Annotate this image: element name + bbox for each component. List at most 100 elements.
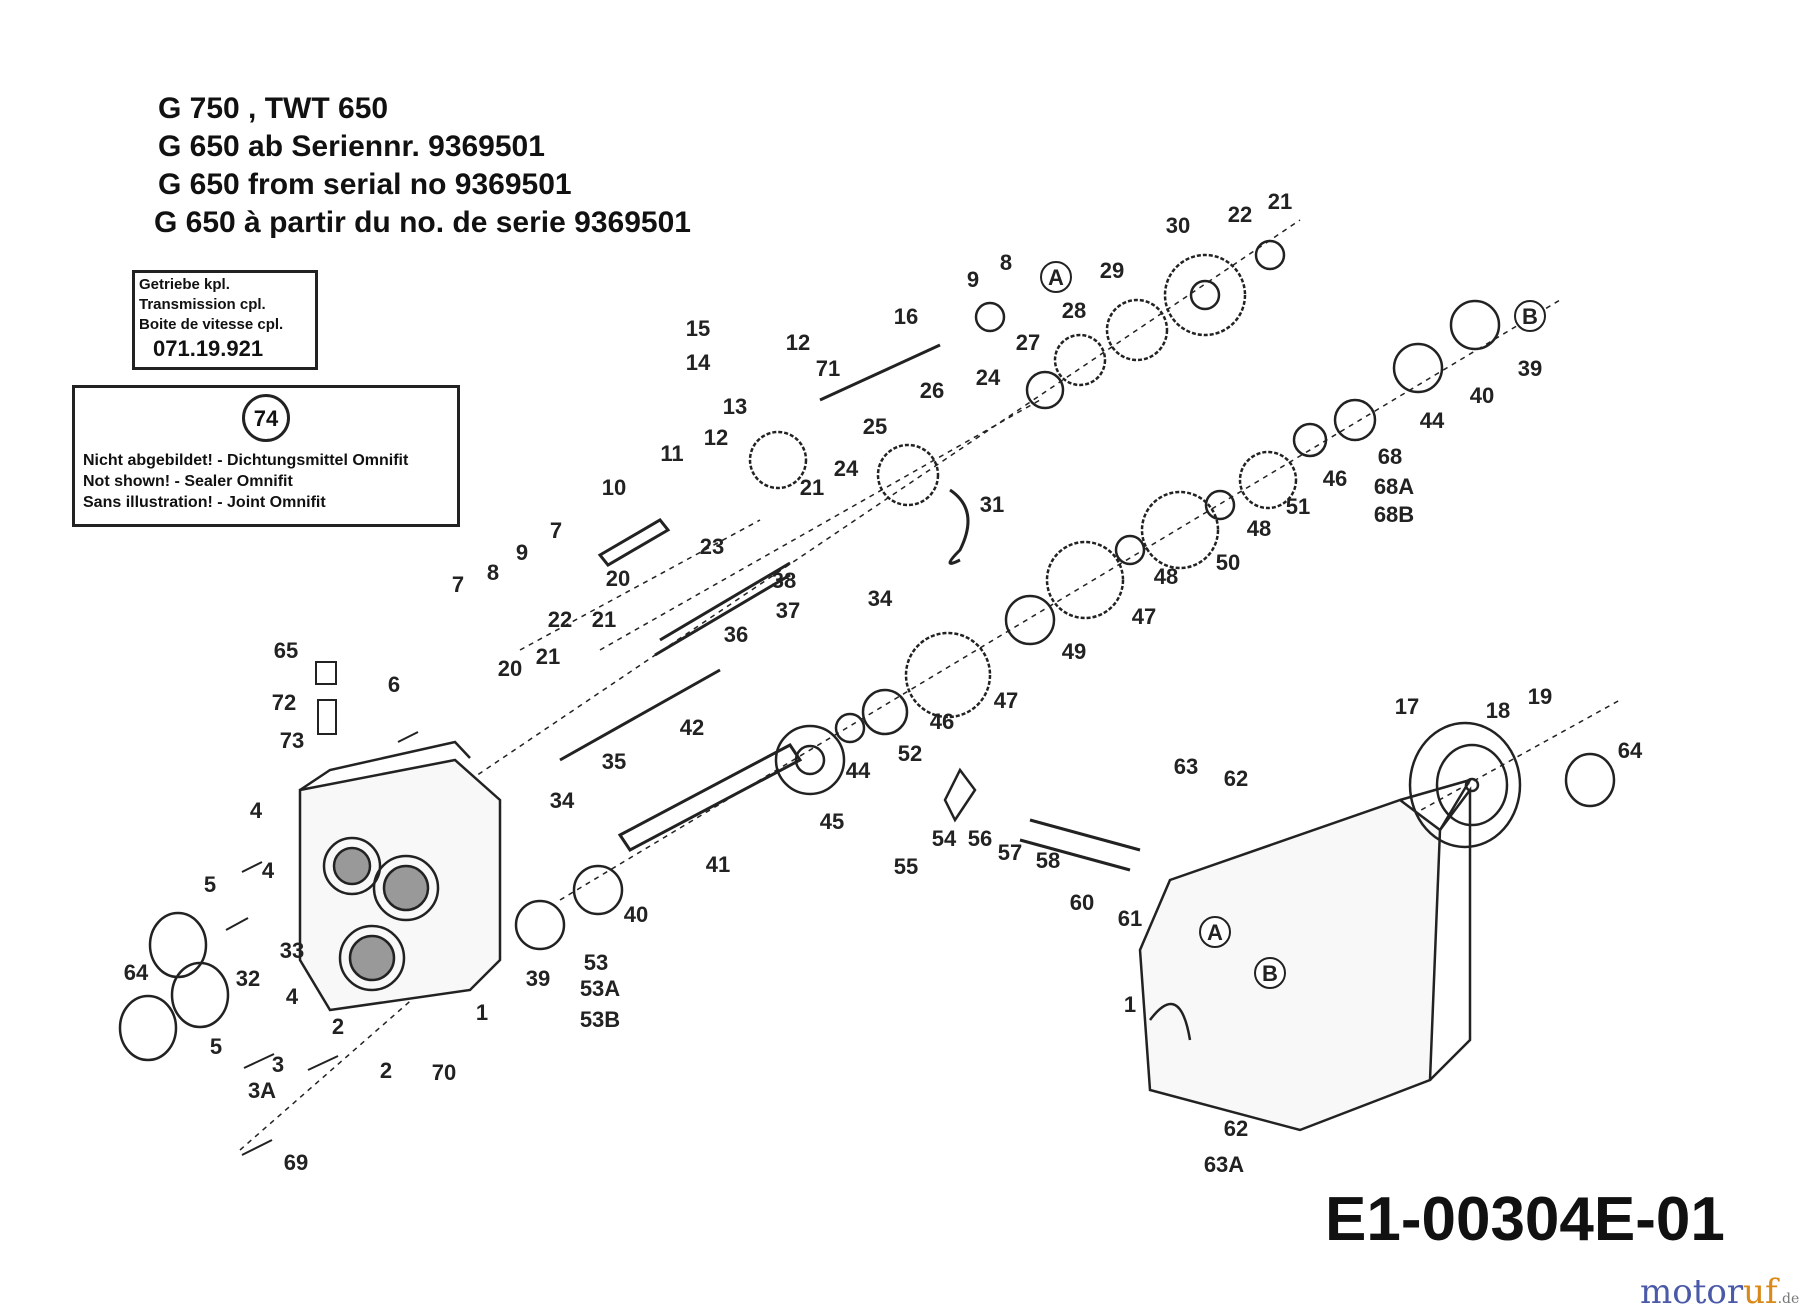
upper-gears [748,239,1286,507]
part-label-3a: 3A [248,1078,276,1103]
chain-31 [948,488,970,565]
part-label-48: 48 [1154,564,1178,589]
part-label-71: 71 [816,356,840,381]
lower-gears [514,299,1501,951]
part-label-21: 21 [536,644,560,669]
part-label-32: 32 [236,966,260,991]
part-label-37: 37 [776,598,800,623]
part-label-26: 26 [920,378,944,403]
part-label-47: 47 [994,688,1018,713]
callouts [1040,261,1546,989]
part-label-21: 21 [1268,189,1292,214]
part-label-7: 7 [550,518,562,543]
part-label-45: 45 [820,809,844,834]
part-label-4: 4 [262,858,275,883]
part-label-68b: 68B [1374,502,1414,527]
part-label-23: 23 [700,534,724,559]
part-label-64: 64 [1618,738,1643,763]
part-label-73: 73 [280,728,304,753]
part-label-42: 42 [680,715,704,740]
part-label-49: 49 [1062,639,1086,664]
part-label-46: 46 [930,709,954,734]
part-label-3: 3 [272,1052,284,1077]
part-label-20: 20 [606,566,630,591]
part-label-48: 48 [1247,516,1271,541]
part-label-5: 5 [210,1034,222,1059]
part-label-50: 50 [1216,550,1240,575]
part-label-57: 57 [998,840,1022,865]
part-label-14: 14 [686,350,711,375]
part-label-8: 8 [1000,250,1012,275]
part-label-39: 39 [526,966,550,991]
part-label-40: 40 [1470,383,1494,408]
part-label-22: 22 [1228,202,1252,227]
part-label-55: 55 [894,854,918,879]
sealer-note-fr: Sans illustration! - Joint Omnifit [83,494,326,511]
callout-B-upper [1514,300,1546,332]
part-label-53b: 53B [580,1007,620,1032]
callout-A-upper-text: A [1048,265,1064,290]
transmission-en: Transmission cpl. [139,296,266,313]
part-label-4: 4 [250,798,263,823]
part-label-24: 24 [834,456,859,481]
part-label-30: 30 [1166,213,1190,238]
part-label-47: 47 [1132,604,1156,629]
part-label-53: 53 [584,950,608,975]
part-label-62: 62 [1224,1116,1248,1141]
part-label-12: 12 [704,425,728,450]
part-label-1: 1 [1124,992,1136,1017]
part-label-5: 5 [204,872,216,897]
transmission-de: Getriebe kpl. [139,276,230,293]
part-label-34: 34 [550,788,575,813]
callout-B-lower [1254,957,1286,989]
part-label-17: 17 [1395,694,1419,719]
part-label-58: 58 [1036,848,1060,873]
part-label-63a: 63A [1204,1152,1244,1177]
shift-fork-54 [943,767,977,823]
drawing-code: E1-00304E-01 [1325,1185,1725,1254]
part-label-56: 56 [968,826,992,851]
transmission-fr: Boite de vitesse cpl. [139,316,284,333]
small-hardware [225,661,419,1156]
part-label-12: 12 [786,330,810,355]
part-label-70: 70 [432,1060,456,1085]
part-label-40: 40 [624,902,648,927]
part-label-64: 64 [124,960,149,985]
part-label-21: 21 [592,607,616,632]
motoruf-logo: motoruf.de [1640,1272,1800,1312]
part-label-41: 41 [706,852,730,877]
part-label-51: 51 [1286,494,1310,519]
header-line-4: G 650 à partir du no. de serie 9369501 [154,206,691,239]
part-label-46: 46 [1323,466,1347,491]
part-label-13: 13 [723,394,747,419]
part-label-28: 28 [1062,298,1086,323]
part-label-63: 63 [1174,754,1198,779]
transmission-part-number: 071.19.921 [153,336,264,361]
part-label-29: 29 [1100,258,1124,283]
part-label-21: 21 [800,475,824,500]
pulley-17 [1408,721,1616,849]
header-line-3: G 650 from serial no 9369501 [158,168,572,201]
part-label-19: 19 [1528,684,1552,709]
part-label-36: 36 [724,622,748,647]
part-label-25: 25 [863,414,887,439]
part-label-1: 1 [476,1000,488,1025]
part-label-22: 22 [548,607,572,632]
part-label-72: 72 [272,690,296,715]
left-housing [298,740,502,1012]
part-label-68: 68 [1378,444,1402,469]
part-label-33: 33 [280,938,304,963]
callout-A-upper [1040,261,1072,293]
part-label-60: 60 [1070,890,1094,915]
left-caps [118,911,230,1062]
part-label-2: 2 [380,1058,392,1083]
part-label-62: 62 [1224,766,1248,791]
callout-B-lower-text: B [1262,961,1278,986]
part-label-38: 38 [772,568,796,593]
part-label-35: 35 [602,749,626,774]
right-housing [1138,777,1473,1132]
part-label-31: 31 [980,492,1004,517]
part-74-circle: 74 [242,394,290,442]
part-label-65: 65 [274,638,298,663]
